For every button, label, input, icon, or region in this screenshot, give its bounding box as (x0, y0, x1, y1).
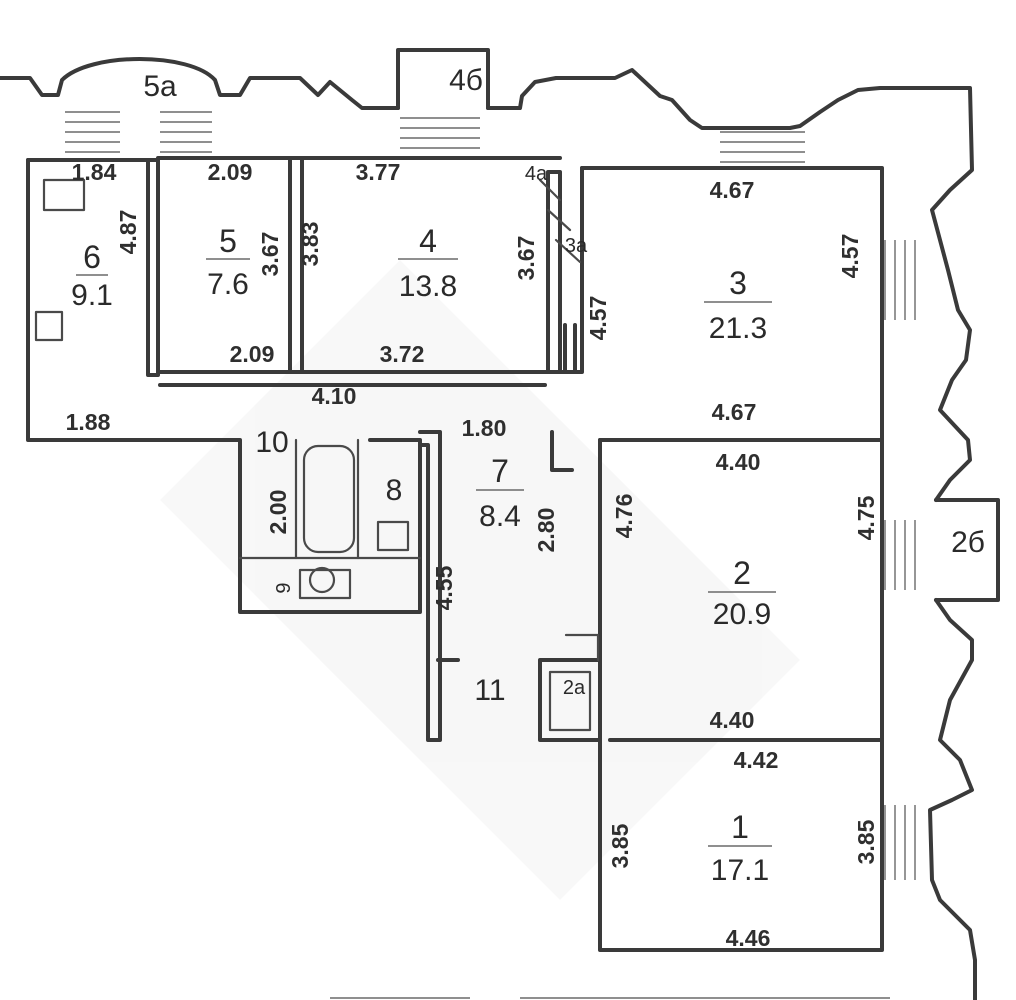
dim-r2-bottom: 4.40 (710, 707, 755, 733)
room-5-number: 5 (219, 223, 237, 259)
fixtures (34, 178, 410, 600)
room-7-number: 7 (491, 453, 509, 489)
dim-r2-left: 4.76 (611, 494, 637, 539)
dim-r7-side: 2.80 (533, 508, 559, 553)
dim-r1-left: 3.85 (607, 823, 633, 868)
balcony-2b-label: 2б (951, 526, 985, 559)
dim-r6-side: 4.87 (115, 210, 141, 255)
dim-r2-top: 4.40 (716, 449, 761, 475)
dim-r6-bottom: 1.88 (66, 409, 111, 435)
dim-r4-top: 3.77 (356, 159, 401, 185)
dim-r4-right: 3.67 (513, 236, 539, 281)
dim-r1-bottom: 4.46 (726, 925, 771, 951)
dim-r10-height: 2.00 (265, 490, 291, 535)
steps (65, 111, 916, 880)
dim-r1-right: 3.85 (853, 819, 879, 864)
toilet-icon (376, 520, 410, 552)
dimension-labels: 1.84 4.87 1.88 2.09 3.67 2.09 3.77 3.83 … (66, 159, 879, 951)
room-7-area: 8.4 (479, 500, 521, 533)
sink-icon (308, 566, 336, 594)
room-4-number: 4 (419, 223, 437, 259)
sink-icon-6 (42, 178, 86, 212)
dim-r4-left: 3.83 (297, 222, 323, 267)
room-5-area: 7.6 (207, 268, 249, 301)
dim-r7-long: 4.55 (431, 565, 457, 610)
room-11-label: 11 (474, 674, 505, 707)
dim-r3-left: 4.57 (585, 296, 611, 341)
room-3-area: 21.3 (709, 312, 767, 345)
room-4-area: 13.8 (399, 270, 457, 303)
room-6-number: 6 (83, 239, 101, 275)
dim-r3-top: 4.67 (710, 177, 755, 203)
dim-r6-top: 1.84 (72, 159, 117, 185)
dim-r4-bottom: 3.72 (380, 341, 425, 367)
dim-r3-right: 4.57 (837, 234, 863, 279)
room-9-label: 9 (273, 582, 295, 593)
interior-walls (26, 156, 884, 952)
room-1-area: 17.1 (711, 854, 769, 887)
room-2-number: 2 (733, 555, 751, 591)
room-1-number: 1 (731, 809, 749, 845)
dim-hall-width: 4.10 (312, 383, 357, 409)
dim-r7-top: 1.80 (462, 415, 507, 441)
dim-r5-top: 2.09 (208, 159, 253, 185)
room-2-area: 20.9 (713, 598, 771, 631)
room-6-area: 9.1 (71, 279, 113, 312)
niche-4a-label: 4а (525, 163, 548, 185)
niche-3a-label: 3а (565, 235, 588, 257)
room-8-label: 8 (386, 474, 403, 507)
room-labels: 6 9.1 5 7.6 4 13.8 3 21.3 7 8.4 2 20.9 1… (71, 64, 985, 887)
dim-r2-right: 4.75 (853, 495, 879, 540)
toilet-icon-6 (34, 310, 64, 342)
balcony-5a-label: 5а (143, 70, 177, 103)
bathtub-icon (302, 444, 356, 554)
exterior-facade (0, 48, 1000, 1000)
balcony-4b-label: 4б (449, 64, 483, 97)
room-10-label: 10 (255, 426, 288, 459)
dim-r3-bottom: 4.67 (712, 399, 757, 425)
niche-2a-label: 2а (563, 677, 586, 699)
room-3-number: 3 (729, 265, 747, 301)
dim-r1-top: 4.42 (734, 747, 779, 773)
dim-r5-side: 3.67 (257, 232, 283, 277)
dim-r5-bottom: 2.09 (230, 341, 275, 367)
sink-icon-9 (298, 568, 352, 600)
